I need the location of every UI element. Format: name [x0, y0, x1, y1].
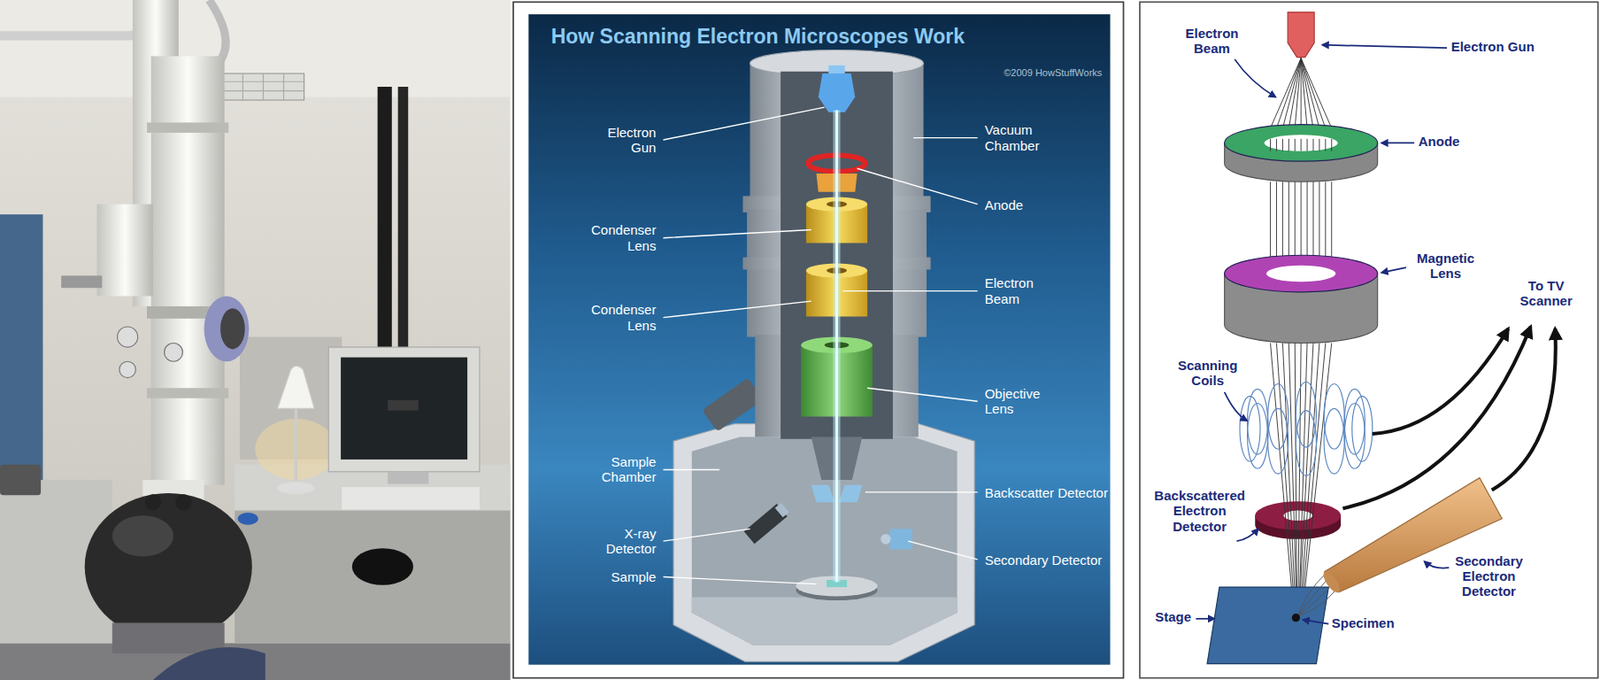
- part-label: X-ray Detector: [586, 525, 656, 557]
- panel-title: How Scanning Electron Microscopes Work: [551, 24, 965, 48]
- part-label: Condenser Lens: [583, 222, 656, 254]
- part-label: Secondary Electron Detector: [1446, 553, 1531, 600]
- part-label: Backscatter Detector: [984, 484, 1108, 500]
- part-label: Anode: [1418, 133, 1461, 149]
- part-label: Sample: [611, 569, 657, 585]
- part-label: Anode: [984, 197, 1024, 213]
- part-label: Electron Beam: [1176, 25, 1247, 57]
- microscope-photo: [0, 0, 511, 680]
- part-label: Secondary Detector: [984, 552, 1103, 568]
- part-label: Objective Lens: [984, 385, 1058, 417]
- part-label: Specimen: [1331, 615, 1395, 631]
- part-label: Scanning Coils: [1171, 357, 1245, 389]
- part-label: Sample Chamber: [583, 453, 656, 485]
- part-label: Backscattered Electron Detector: [1151, 487, 1249, 534]
- part-label: Magnetic Lens: [1410, 250, 1482, 282]
- part-label: Electron Gun: [1451, 38, 1535, 54]
- part-label: Stage: [1154, 608, 1192, 624]
- sem-schematic: [1139, 1, 1599, 677]
- part-label: Condenser Lens: [583, 301, 656, 333]
- part-label: Vacuum Chamber: [984, 122, 1056, 154]
- part-label: Electron Gun: [589, 124, 656, 156]
- part-label: To TV Scanner: [1514, 277, 1578, 309]
- copyright-note: ©2009 HowStuffWorks: [1003, 67, 1102, 79]
- sem-cutaway: [513, 1, 1124, 677]
- part-label: Electron Beam: [984, 275, 1056, 307]
